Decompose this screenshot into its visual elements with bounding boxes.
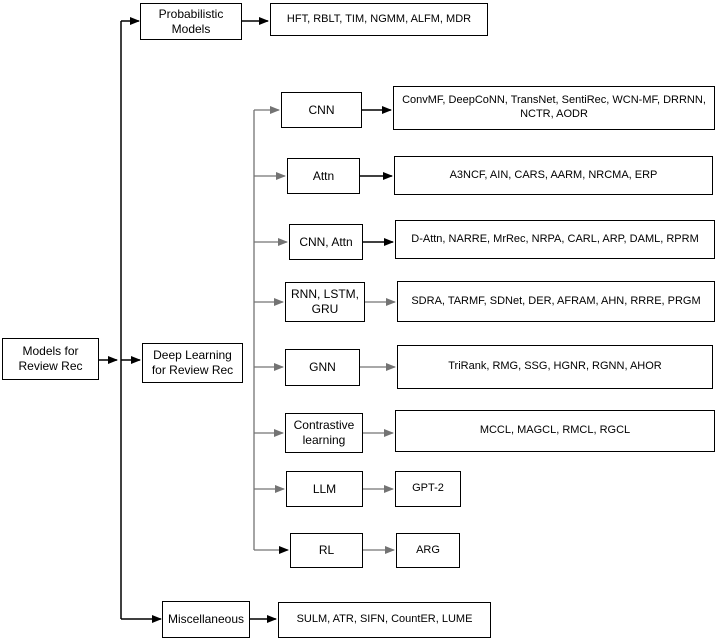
node-attn: Attn [287, 158, 360, 194]
leaf-cnn-models: ConvMF, DeepCoNN, TransNet, SentiRec, WC… [393, 86, 715, 130]
node-probabilistic-models: Probabilistic Models [140, 3, 242, 40]
leaf-probabilistic-models: HFT, RBLT, TIM, NGMM, ALFM, MDR [270, 3, 488, 36]
leaf-miscellaneous-models: SULM, ATR, SIFN, CountER, LUME [278, 602, 491, 638]
leaf-contrastive-models: MCCL, MAGCL, RMCL, RGCL [395, 410, 715, 452]
leaf-attn-models: A3NCF, AIN, CARS, AARM, NRCMA, ERP [394, 156, 713, 195]
leaf-rl-models: ARG [396, 533, 460, 568]
node-rnn-lstm-gru: RNN, LSTM, GRU [285, 282, 365, 322]
node-cnn-attn: CNN, Attn [289, 224, 363, 260]
node-llm: LLM [286, 471, 363, 507]
node-root: Models for Review Rec [2, 338, 99, 380]
node-cnn: CNN [281, 92, 362, 128]
node-contrastive-learning: Contrastive learning [285, 413, 363, 453]
node-miscellaneous: Miscellaneous [162, 601, 250, 638]
node-rl: RL [290, 533, 363, 568]
leaf-cnn-attn-models: D-Attn, NARRE, MrRec, NRPA, CARL, ARP, D… [395, 220, 715, 259]
leaf-rnn-models: SDRA, TARMF, SDNet, DER, AFRAM, AHN, RRR… [397, 281, 715, 322]
node-gnn: GNN [285, 349, 360, 386]
node-deep-learning: Deep Learning for Review Rec [142, 343, 243, 383]
leaf-gnn-models: TriRank, RMG, SSG, HGNR, RGNN, AHOR [397, 345, 713, 389]
leaf-llm-models: GPT-2 [395, 471, 461, 507]
